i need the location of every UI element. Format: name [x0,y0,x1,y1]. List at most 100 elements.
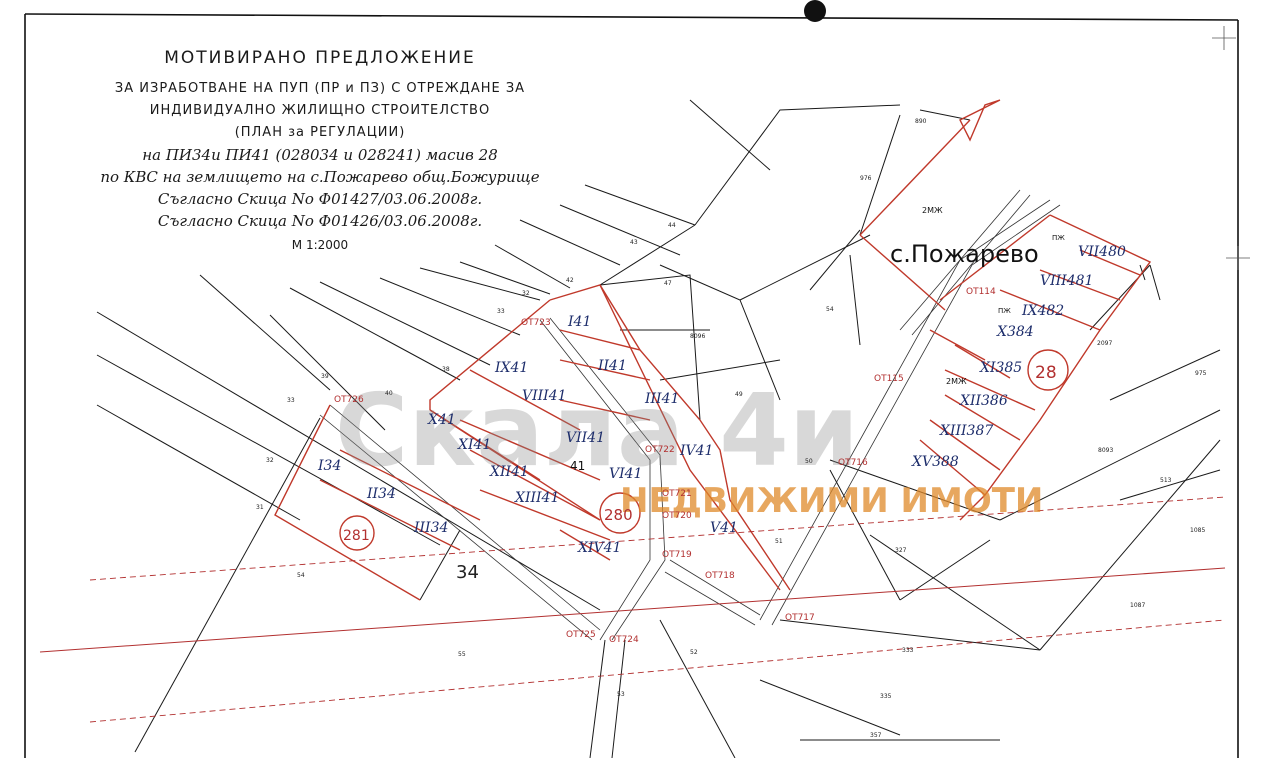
roads [319,189,1061,641]
plot-label: II34 [366,486,396,502]
plot-label: VI41 [609,466,642,482]
parcel-label: 32 [266,457,274,464]
parcel-label: 32 [522,290,530,297]
parcel-label: 890 [915,118,927,125]
parcel-label: 513 [1160,477,1172,484]
watermark-brand: Скала 4и [335,372,859,489]
ot-point: ОТ726 [334,395,364,405]
parcel-label: 43 [630,239,638,246]
parcel-label: 327 [895,547,907,554]
title-line-7: Съгласно Скица No Ф01426/03.06.2008г. [157,212,483,230]
parcel-label: 2097 [1097,340,1112,347]
plot-label: V41 [710,520,738,536]
plot-label: IV41 [679,443,713,459]
marker-pzh-a: ПЖ [1052,234,1065,242]
parcel-label: 31 [256,504,264,511]
punch-hole [804,0,826,22]
ot-point: ОТ720 [662,511,692,521]
plot-label: XI385 [979,360,1022,376]
ot-point: ОТ723 [521,318,551,328]
plot-label: I34 [317,458,341,474]
ot-point: ОТ718 [705,571,735,581]
plot-label: XI41 [457,437,491,453]
parcel-label: 42 [566,277,574,284]
title-line-2: ИНДИВИДУАЛНО ЖИЛИЩНО СТРОИТЕЛСТВО [149,103,491,118]
plot-label: IX482 [1021,303,1064,319]
parcel-label: 52 [690,649,698,656]
plot-label: XIII387 [939,423,993,439]
watermark-subtitle: НЕДВИЖИМИ ИМОТИ [620,481,1043,521]
plot-label: III41 [644,391,679,407]
block-number: 28 [1035,363,1057,383]
parcel-label: 39 [321,373,329,380]
parcel-label: 40 [385,390,393,397]
plot-label: III34 [413,520,448,536]
title-line-4: на ПИ34и ПИ41 (028034 и 028241) масив 28 [142,146,498,164]
marker-pzh-b: ПЖ [998,307,1011,315]
plot-label: I41 [567,314,591,330]
parcel-label: 33 [287,397,295,404]
ot-point: ОТ724 [609,635,639,645]
title-line-3: (ПЛАН за РЕГУЛАЦИИ) [234,125,406,140]
plot-label: X41 [427,412,456,428]
parcel-label: 53 [617,691,625,698]
parcel-number-34: 34 [456,562,479,583]
title-block: МОТИВИРАНО ПРЕДЛОЖЕНИЕ ЗА ИЗРАБОТВАНЕ НА… [40,48,600,252]
ot-point: ОТ717 [785,613,815,623]
block-number: 280 [604,506,633,524]
parcel-label: 50 [805,458,813,465]
parcel-label: 357 [870,732,882,739]
ot-point: ОТ716 [838,458,868,468]
map-heading: МОТИВИРАНО ПРЕДЛОЖЕНИЕ [164,48,476,68]
plot-label: VII41 [566,430,605,446]
parcel-label: 333 [902,647,914,654]
plot-label: XV388 [911,454,959,470]
parcel-label: 1085 [1190,527,1205,534]
parcel-label: 44 [668,222,676,229]
parcel-label: 8093 [1098,447,1113,454]
ot-point: ОТ115 [874,374,904,384]
ot-point: ОТ721 [662,489,692,499]
plot-label: X384 [996,324,1034,340]
parcel-number-41: 41 [570,459,585,473]
plot-label: XII41 [489,464,529,480]
title-line-6: Съгласно Скица No Ф01427/03.06.2008г. [157,190,483,208]
parcel-label: 55 [458,651,466,658]
parcel-label: 1087 [1130,602,1145,609]
plot-label: VII480 [1078,244,1126,260]
ot-point: ОТ719 [662,550,692,560]
marker-2mzh-b: 2МЖ [946,377,967,386]
dashed-lines [89,496,1226,723]
sheet-frame [24,13,1239,758]
marker-2mzh-a: 2МЖ [922,206,943,215]
map-scale: М 1:2000 [291,238,349,252]
plot-label: IX41 [494,360,528,376]
settlement-name: с.Пожарево [890,240,1039,268]
title-line-5: по КВС на землището на с.Пожарево общ.Бо… [100,168,540,186]
parcel-label: 33 [497,308,505,315]
block-number: 281 [343,528,370,544]
plot-label: XIII41 [514,490,559,506]
parcel-label: 54 [826,306,834,313]
parcel-label: 8096 [690,333,705,340]
parcel-label: 47 [664,280,672,287]
parcel-label: 976 [860,175,872,182]
parcel-label: 54 [297,572,305,579]
block-circles [339,349,1069,551]
plot-label: XIV41 [577,540,621,556]
ot-point: ОТ114 [966,287,996,297]
parcel-label: 335 [880,693,892,700]
ot-point: ОТ725 [566,630,596,640]
parcel-label: 51 [775,538,783,545]
crop-marks [1212,26,1250,270]
plot-label: VIII41 [522,388,567,404]
parcel-label: 975 [1195,370,1207,377]
plot-label: XII386 [959,393,1008,409]
ot-point: ОТ722 [645,445,675,455]
regulation-lines [274,99,1152,601]
plot-label: II41 [597,358,627,374]
parcel-label: 38 [442,366,450,373]
title-line-1: ЗА ИЗРАБОТВАНЕ НА ПУП (ПР и ПЗ) С ОТРЕЖД… [114,81,526,96]
parcel-label: 49 [735,391,743,398]
